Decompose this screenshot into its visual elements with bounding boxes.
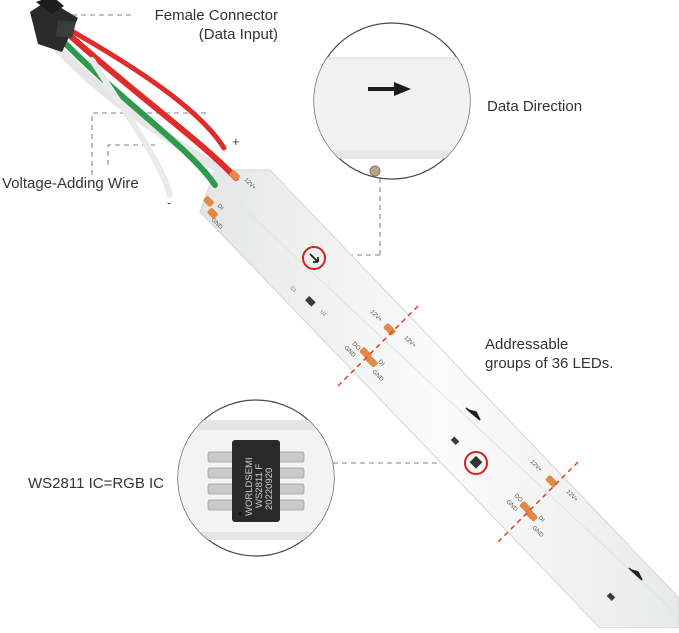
zoom-circle-data-direction	[313, 22, 471, 180]
label-data-direction: Data Direction	[487, 98, 583, 115]
strip-ic-1	[305, 296, 316, 307]
arrow-right-icon	[368, 82, 411, 96]
connector-title: Female Connector	[154, 7, 278, 24]
highlight-ic	[464, 451, 488, 475]
leader-voltage-2	[107, 144, 155, 165]
cut-line-2	[495, 461, 579, 545]
svg-text:DO: DO	[351, 341, 362, 352]
arrow-down-right-icon	[465, 407, 643, 581]
connector-icon	[30, 0, 78, 52]
plus-mark: +	[232, 134, 240, 149]
highlight-circles	[302, 246, 488, 475]
minus-mark: -	[167, 195, 171, 210]
chip-text-3: 20220920	[264, 468, 275, 510]
led-strip	[199, 169, 679, 629]
connector-subtitle: (Data Input)	[198, 26, 278, 43]
arrow-down-right-icon	[309, 253, 319, 263]
pads-cut-2	[519, 475, 558, 522]
wire-red-power	[67, 27, 227, 151]
highlight-data-direction	[302, 246, 326, 270]
leader-voltage-1	[91, 112, 208, 175]
ic-chip-icon	[207, 440, 305, 522]
zoom-circle-ic: WORLDSEMI WS2811 F 20220920	[177, 399, 335, 557]
svg-text:U1: U1	[319, 309, 328, 318]
svg-text:DI: DI	[537, 515, 546, 524]
strip-ics	[305, 296, 616, 601]
chip-text-2: WS2811 F	[254, 464, 265, 508]
wire-white-power	[89, 57, 173, 198]
label-addressable-groups: Addressable groups of 36 LEDs.	[485, 335, 613, 373]
strip-ic-3	[606, 592, 616, 601]
groups-line-2: groups of 36 LEDs.	[485, 355, 614, 372]
svg-text:DI: DI	[377, 359, 386, 368]
wires	[50, 27, 239, 198]
label-female-connector: Female Connector (Data Input)	[120, 6, 278, 44]
chip-text-1: WORLDSEMI	[244, 457, 255, 516]
pads-start	[203, 170, 240, 219]
svg-text:DI: DI	[216, 203, 225, 212]
wire-white-main	[50, 40, 235, 180]
svg-text:DO: DO	[513, 493, 524, 504]
label-ic: WS2811 IC=RGB IC	[28, 475, 165, 492]
wire-red	[63, 29, 239, 181]
label-voltage-wire: Voltage-Adding Wire	[2, 175, 139, 192]
wire-green	[57, 35, 218, 188]
cut-line-1	[335, 305, 419, 389]
svg-text:C1: C1	[289, 285, 298, 294]
groups-line-1: Addressable	[485, 336, 569, 353]
strip-ic-2	[450, 436, 460, 445]
